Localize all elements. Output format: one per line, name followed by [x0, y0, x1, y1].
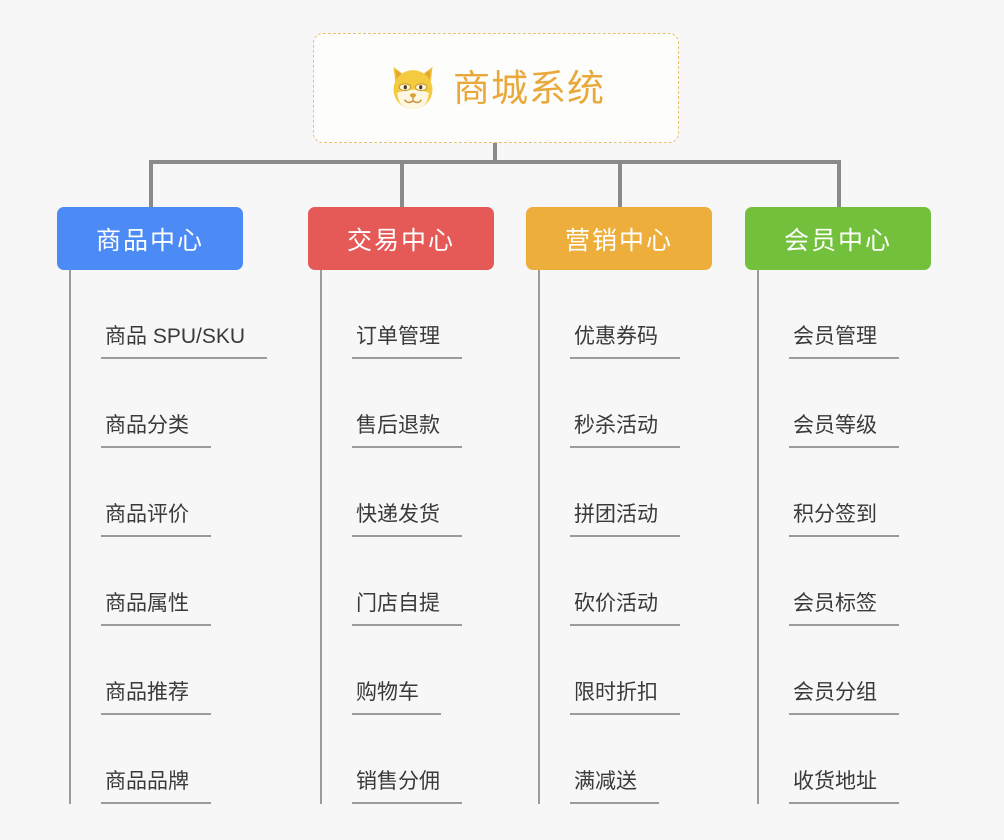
list-item[interactable]: 商品分类	[71, 359, 277, 448]
leaf-label: 限时折扣	[570, 681, 680, 715]
connector-horizontal-bus	[149, 160, 841, 164]
leaf-label: 商品属性	[101, 592, 211, 626]
list-item[interactable]: 商品品牌	[71, 715, 277, 804]
connector-drop-2	[400, 160, 404, 208]
leaf-label: 订单管理	[352, 325, 462, 359]
leaf-list-member: 会员管理 会员等级 积分签到 会员标签 会员分组 收货地址	[757, 270, 965, 804]
leaf-label: 快递发货	[352, 503, 462, 537]
list-item[interactable]: 砍价活动	[540, 537, 746, 626]
list-item[interactable]: 商品属性	[71, 537, 277, 626]
shiba-dog-icon	[393, 66, 433, 110]
leaf-label: 商品推荐	[101, 681, 211, 715]
list-item[interactable]: 会员管理	[759, 270, 965, 359]
list-item[interactable]: 会员标签	[759, 537, 965, 626]
list-item[interactable]: 优惠券码	[540, 270, 746, 359]
branch-column-product: 商品中心 商品 SPU/SKU 商品分类 商品评价 商品属性 商品推荐 商品品牌	[57, 207, 277, 804]
list-item[interactable]: 秒杀活动	[540, 359, 746, 448]
list-item[interactable]: 购物车	[322, 626, 528, 715]
leaf-label: 收货地址	[789, 770, 899, 804]
leaf-label: 商品 SPU/SKU	[101, 325, 268, 359]
list-item[interactable]: 收货地址	[759, 715, 965, 804]
category-label: 商品中心	[95, 226, 204, 255]
category-label: 交易中心	[346, 226, 455, 255]
leaf-label: 秒杀活动	[570, 414, 680, 448]
connector-drop-1	[149, 160, 153, 208]
list-item[interactable]: 订单管理	[322, 270, 528, 359]
leaf-label: 售后退款	[352, 414, 462, 448]
list-item[interactable]: 商品推荐	[71, 626, 277, 715]
list-item[interactable]: 限时折扣	[540, 626, 746, 715]
leaf-label: 积分签到	[789, 503, 899, 537]
category-box-trade[interactable]: 交易中心	[308, 207, 494, 270]
list-item[interactable]: 商品 SPU/SKU	[71, 270, 277, 359]
leaf-label: 商品分类	[101, 414, 211, 448]
list-item[interactable]: 销售分佣	[322, 715, 528, 804]
leaf-label: 会员管理	[789, 325, 899, 359]
leaf-label: 商品评价	[101, 503, 211, 537]
leaf-label: 购物车	[352, 681, 441, 715]
list-item[interactable]: 售后退款	[322, 359, 528, 448]
leaf-label: 门店自提	[352, 592, 462, 626]
list-item[interactable]: 积分签到	[759, 448, 965, 537]
branch-column-member: 会员中心 会员管理 会员等级 积分签到 会员标签 会员分组 收货地址	[745, 207, 965, 804]
leaf-label: 商品品牌	[101, 770, 211, 804]
leaf-label: 砍价活动	[570, 592, 680, 626]
leaf-label: 优惠券码	[570, 325, 680, 359]
connector-drop-4	[837, 160, 841, 208]
list-item[interactable]: 会员分组	[759, 626, 965, 715]
list-item[interactable]: 拼团活动	[540, 448, 746, 537]
connector-drop-3	[618, 160, 622, 208]
leaf-list-trade: 订单管理 售后退款 快递发货 门店自提 购物车 销售分佣	[320, 270, 528, 804]
category-box-member[interactable]: 会员中心	[745, 207, 931, 270]
branch-column-trade: 交易中心 订单管理 售后退款 快递发货 门店自提 购物车 销售分佣	[308, 207, 528, 804]
leaf-label: 会员标签	[789, 592, 899, 626]
root-node[interactable]: 商城系统	[313, 33, 679, 143]
category-box-product[interactable]: 商品中心	[57, 207, 243, 270]
list-item[interactable]: 商品评价	[71, 448, 277, 537]
connector-root-stem	[493, 143, 497, 164]
category-label: 营销中心	[564, 226, 673, 255]
category-box-marketing[interactable]: 营销中心	[526, 207, 712, 270]
list-item[interactable]: 会员等级	[759, 359, 965, 448]
list-item[interactable]: 满减送	[540, 715, 746, 804]
leaf-label: 会员分组	[789, 681, 899, 715]
leaf-label: 满减送	[570, 770, 659, 804]
leaf-list-marketing: 优惠券码 秒杀活动 拼团活动 砍价活动 限时折扣 满减送	[538, 270, 746, 804]
leaf-label: 销售分佣	[352, 770, 462, 804]
list-item[interactable]: 快递发货	[322, 448, 528, 537]
leaf-label: 拼团活动	[570, 503, 680, 537]
list-item[interactable]: 门店自提	[322, 537, 528, 626]
leaf-list-product: 商品 SPU/SKU 商品分类 商品评价 商品属性 商品推荐 商品品牌	[69, 270, 277, 804]
root-title: 商城系统	[453, 67, 605, 109]
category-label: 会员中心	[783, 226, 892, 255]
branch-column-marketing: 营销中心 优惠券码 秒杀活动 拼团活动 砍价活动 限时折扣 满减送	[526, 207, 746, 804]
leaf-label: 会员等级	[789, 414, 899, 448]
